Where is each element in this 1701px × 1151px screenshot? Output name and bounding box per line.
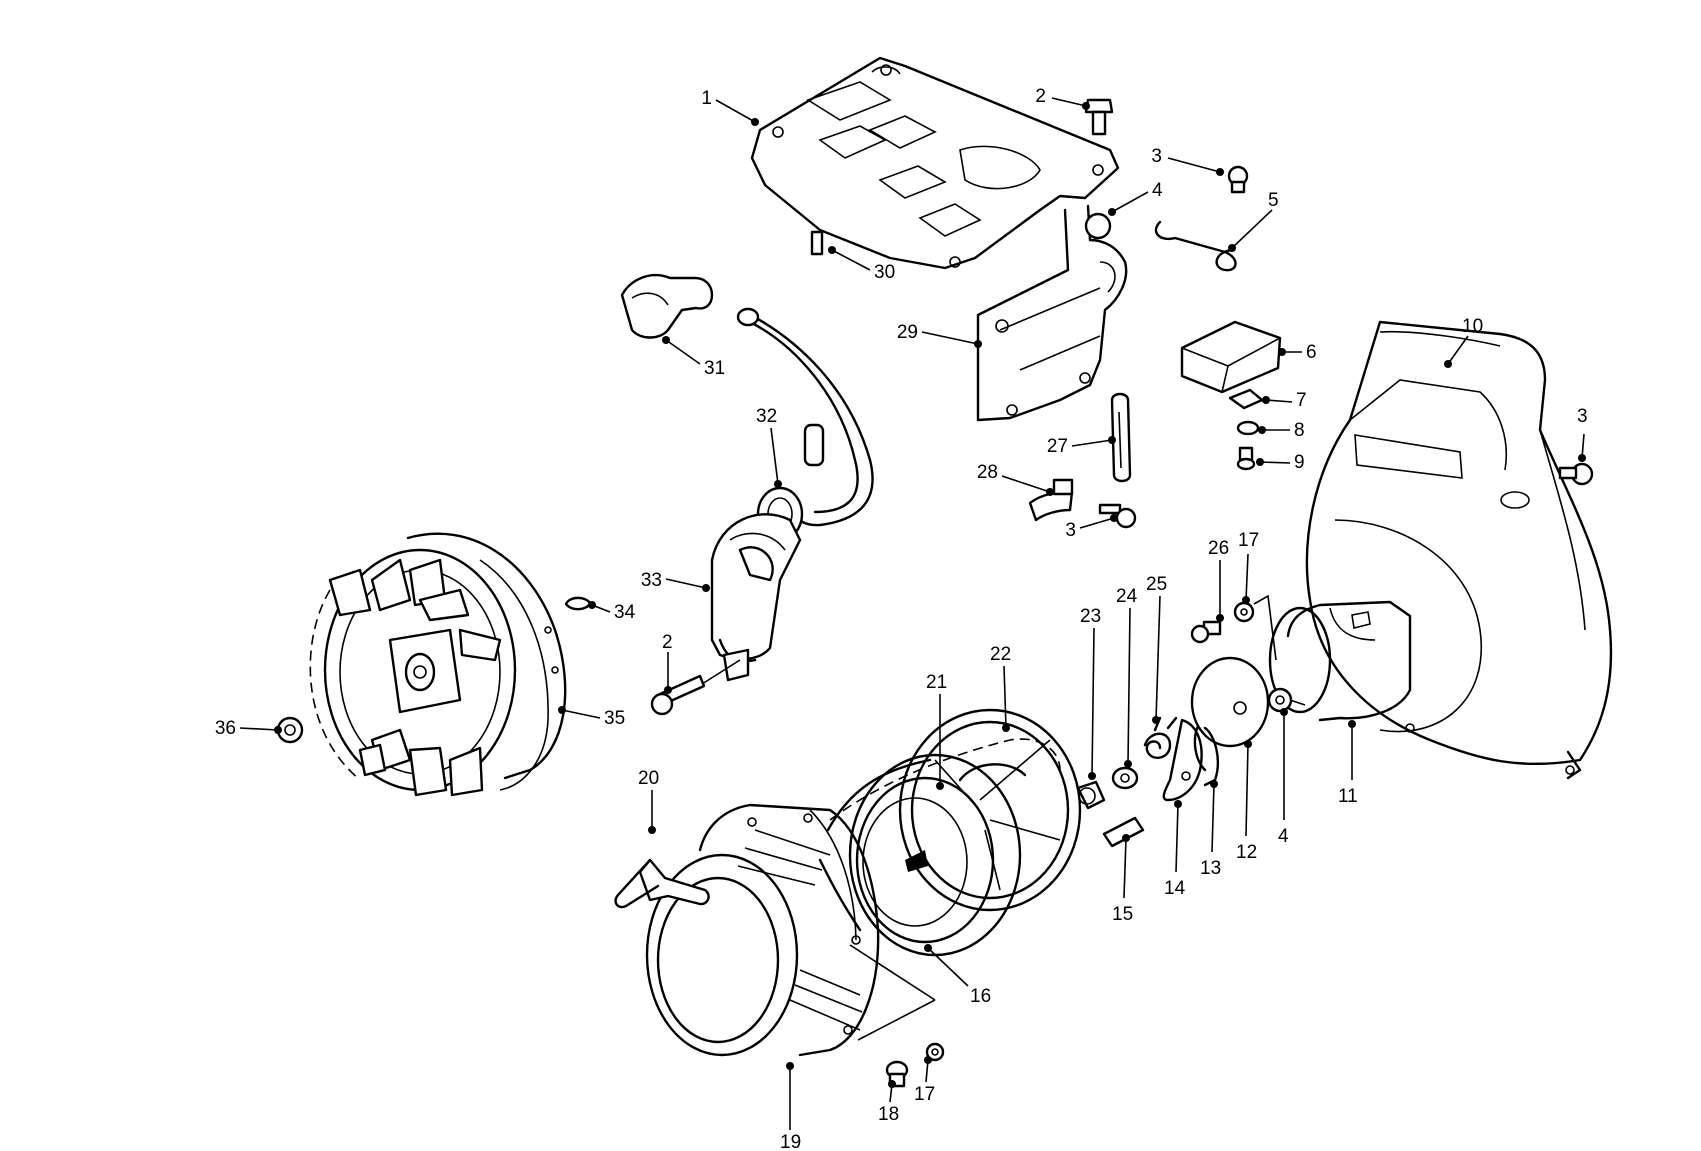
part-shroud-plate: [976, 204, 1128, 422]
callout-22: 22: [990, 644, 1011, 665]
callout-16: 16: [970, 986, 991, 1007]
part-washer-24: [1111, 766, 1139, 790]
callout-26: 26: [1208, 538, 1229, 559]
part-rope-16: [829, 738, 1061, 821]
part-bolt-3-mid: [1098, 503, 1137, 529]
part-bolt-18: [885, 1060, 909, 1088]
callout-8: 8: [1294, 420, 1305, 441]
callout-13: 13: [1200, 858, 1221, 879]
part-pawl-14: [1162, 718, 1203, 802]
part-clip-7: [1228, 388, 1264, 410]
part-key-34: [564, 596, 592, 611]
part-boot: [803, 423, 825, 467]
part-screw-9: [1236, 446, 1256, 471]
part-bolt-2-top: [1084, 98, 1114, 136]
callout-2-coil: 2: [662, 632, 673, 653]
part-spring-25: [1143, 716, 1178, 759]
callout-27: 27: [1047, 436, 1068, 457]
callout-18: 18: [878, 1104, 899, 1125]
part-recoil-cover-19: [645, 803, 936, 1057]
callout-5: 5: [1268, 190, 1279, 211]
callout-labels: 1 2 3 4 5 6 7 8 9 10 3 30 29 31 32 27 28…: [215, 86, 1588, 1151]
callout-17-top: 17: [1238, 530, 1259, 551]
callout-leaders: [239, 97, 1586, 1130]
callout-7: 7: [1296, 390, 1307, 411]
callout-3-mid: 3: [1065, 520, 1076, 541]
part-clamp-28: [1028, 478, 1074, 522]
callout-30: 30: [874, 262, 895, 283]
part-bolt-3-right: [1558, 462, 1594, 486]
part-stop-switch-6: [1180, 320, 1282, 394]
callout-19: 19: [780, 1132, 801, 1151]
part-hightension-lead: [736, 307, 874, 527]
callout-3-top: 3: [1151, 146, 1162, 167]
part-spring-5: [1154, 220, 1237, 272]
callout-35: 35: [604, 708, 625, 729]
callout-31: 31: [704, 358, 725, 379]
part-ignition-coil-33: [710, 513, 802, 682]
part-fan-housing-10: [1305, 320, 1613, 780]
callout-28: 28: [977, 462, 998, 483]
callout-25: 25: [1146, 574, 1167, 595]
part-screw-30: [810, 230, 824, 256]
callout-32: 32: [756, 406, 777, 427]
part-washer-17-bottom: [925, 1042, 945, 1062]
part-starter-cup-11: [1268, 600, 1412, 722]
part-pawl-13: [1193, 724, 1219, 787]
callout-14: 14: [1164, 878, 1186, 899]
callout-4-top: 4: [1152, 180, 1163, 201]
callout-24: 24: [1116, 586, 1138, 607]
callout-20: 20: [638, 768, 659, 789]
part-washer-8: [1236, 420, 1260, 436]
callout-4-bottom: 4: [1278, 826, 1289, 847]
callout-9: 9: [1294, 452, 1305, 473]
part-flywheel-35: [309, 532, 567, 797]
part-strap-27: [1110, 392, 1132, 483]
part-plate-12: [1190, 656, 1270, 748]
callout-29: 29: [897, 322, 918, 343]
part-nut-4: [1267, 687, 1293, 713]
callout-3-right: 3: [1577, 406, 1588, 427]
callout-1: 1: [701, 88, 712, 109]
callout-36: 36: [215, 718, 236, 739]
part-nut-36: [276, 716, 304, 744]
part-handle-20: [614, 858, 710, 909]
part-pin-15: [1102, 816, 1145, 848]
part-plug-cap-31: [620, 273, 714, 339]
callout-33: 33: [641, 570, 662, 591]
callout-15: 15: [1112, 904, 1133, 925]
part-screw-26: [1190, 620, 1222, 644]
callout-17-bottom: 17: [914, 1084, 935, 1105]
callout-2-top: 2: [1035, 86, 1046, 107]
part-bracket-plate: [750, 56, 1120, 270]
callout-10: 10: [1462, 316, 1483, 337]
callout-11: 11: [1338, 786, 1358, 807]
callout-23: 23: [1080, 606, 1101, 627]
callout-12: 12: [1236, 842, 1257, 863]
callout-6: 6: [1306, 342, 1317, 363]
part-bolt-2-coil: [650, 674, 706, 716]
callout-21: 21: [926, 672, 947, 693]
part-bushing-23: [1076, 780, 1106, 810]
part-bolt-3-top: [1227, 165, 1249, 194]
part-spring-case-21: [818, 753, 1022, 957]
callout-34: 34: [614, 602, 636, 623]
part-coil-leader-line: [701, 659, 741, 685]
part-reel-22: [898, 708, 1082, 912]
